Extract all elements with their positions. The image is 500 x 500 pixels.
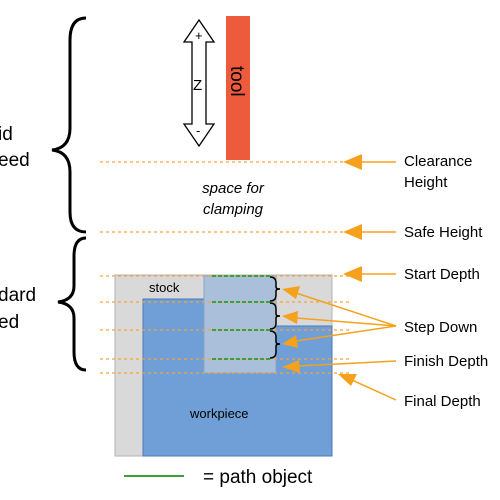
label-step-down: Step Down bbox=[404, 319, 477, 336]
label-finish-depth: Finish Depth bbox=[404, 353, 488, 370]
label-standard-top: dard bbox=[0, 285, 36, 306]
z-axis-arrow-icon bbox=[182, 18, 216, 148]
z-plus-label: + bbox=[195, 28, 203, 43]
arrows-step-down bbox=[282, 286, 397, 348]
label-start-depth: Start Depth bbox=[404, 266, 480, 283]
workpiece-label: workpiece bbox=[189, 406, 249, 421]
label-clearance-line2: Height bbox=[404, 174, 448, 191]
stock-label: stock bbox=[149, 280, 180, 295]
step-brace-3 bbox=[269, 330, 281, 359]
label-rapid-bottom: eed bbox=[0, 150, 30, 171]
label-final-depth: Final Depth bbox=[404, 393, 481, 410]
arrow-safe-height bbox=[343, 224, 396, 240]
label-clearance-line1: Clearance bbox=[404, 153, 472, 170]
step-brace-2 bbox=[269, 302, 281, 330]
clamping-label-line1: space for bbox=[202, 180, 265, 197]
tool-label: tool bbox=[226, 66, 247, 97]
z-minus-label: - bbox=[196, 123, 200, 138]
arrow-clearance bbox=[343, 154, 396, 170]
tool-rect bbox=[226, 16, 250, 160]
arrow-final-depth bbox=[338, 374, 397, 401]
step-brace-1 bbox=[269, 276, 281, 302]
arrow-start-depth bbox=[343, 266, 396, 282]
label-safe-height: Safe Height bbox=[404, 224, 483, 241]
brace-rapid bbox=[51, 16, 87, 234]
arrow-finish-depth bbox=[282, 360, 397, 373]
label-standard-bottom: ed bbox=[0, 312, 19, 333]
legend-text: = path object bbox=[203, 467, 313, 488]
clamping-label-line2: clamping bbox=[203, 201, 264, 218]
label-rapid-top: id bbox=[0, 124, 13, 145]
brace-standard bbox=[57, 236, 87, 372]
z-axis-label: Z bbox=[193, 77, 202, 94]
